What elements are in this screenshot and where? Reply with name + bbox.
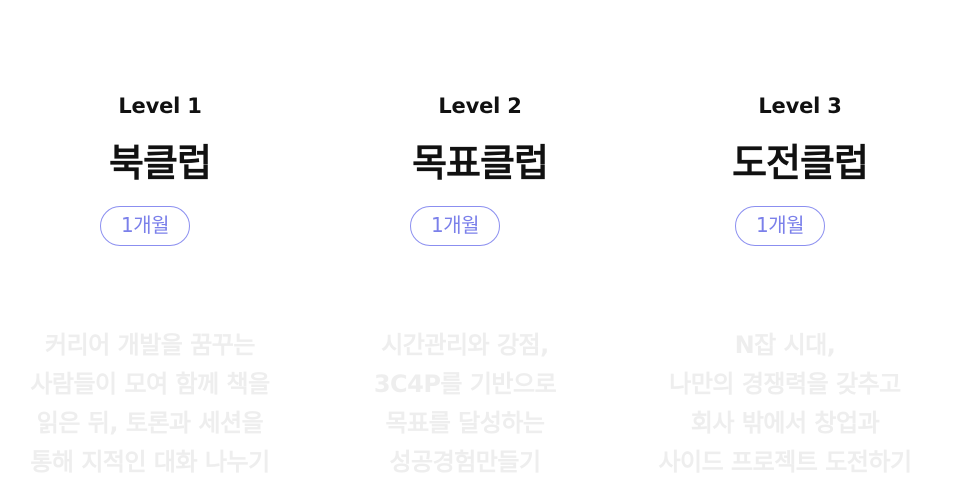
club-description: 시간관리와 강점, 3C4P를 기반으로 목표를 달성하는 성공경험만들기 bbox=[290, 326, 640, 482]
level-3-card: Level 3 도전클럽 1개월 N잡 시대, 나만의 경쟁력을 갖추고 회사 … bbox=[640, 0, 960, 501]
club-name: 목표클럽 bbox=[412, 141, 549, 185]
duration-badge: 1개월 bbox=[410, 206, 500, 246]
description-line: 나만의 경쟁력을 갖추고 bbox=[669, 370, 901, 398]
level-1-card: Level 1 북클럽 1개월 커리어 개발을 꿈꾸는 사람들이 모여 함께 책… bbox=[0, 0, 320, 501]
description-line: 목표를 달성하는 bbox=[385, 409, 545, 437]
level-2-card: Level 2 목표클럽 1개월 시간관리와 강점, 3C4P를 기반으로 목표… bbox=[320, 0, 640, 501]
duration-wrap: 1개월 bbox=[0, 206, 320, 246]
level-label: Level 3 bbox=[758, 94, 842, 118]
level-label: Level 2 bbox=[438, 94, 522, 118]
description-line: 읽은 뒤, 토론과 세션을 bbox=[36, 409, 264, 437]
duration-badge: 1개월 bbox=[735, 206, 825, 246]
description-line: 시간관리와 강점, bbox=[381, 331, 549, 359]
description-line: 회사 밖에서 창업과 bbox=[690, 409, 880, 437]
club-description: 커리어 개발을 꿈꾸는 사람들이 모여 함께 책을 읽은 뒤, 토론과 세션을 … bbox=[0, 326, 320, 482]
description-line: 사람들이 모여 함께 책을 bbox=[30, 370, 270, 398]
duration-badge: 1개월 bbox=[100, 206, 190, 246]
description-line: 통해 지적인 대화 나누기 bbox=[30, 448, 270, 476]
club-name: 북클럽 bbox=[109, 141, 212, 185]
club-name: 도전클럽 bbox=[732, 141, 869, 185]
club-description: N잡 시대, 나만의 경쟁력을 갖추고 회사 밖에서 창업과 사이드 프로젝트 … bbox=[610, 326, 960, 482]
duration-wrap: 1개월 bbox=[320, 206, 640, 246]
description-line: 사이드 프로젝트 도전하기 bbox=[658, 448, 912, 476]
description-line: 커리어 개발을 꿈꾸는 bbox=[45, 331, 255, 359]
duration-wrap: 1개월 bbox=[640, 206, 960, 246]
level-label: Level 1 bbox=[118, 94, 202, 118]
description-line: N잡 시대, bbox=[734, 331, 836, 359]
description-line: 성공경험만들기 bbox=[389, 448, 541, 476]
description-line: 3C4P를 기반으로 bbox=[373, 370, 557, 398]
